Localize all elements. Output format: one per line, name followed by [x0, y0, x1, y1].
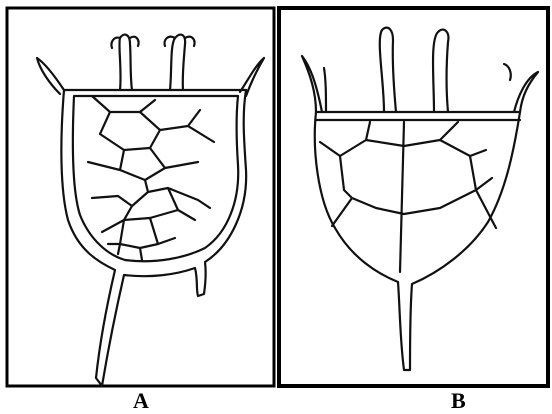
panel-b-frame [279, 8, 548, 386]
panel-a-drawing [37, 35, 264, 386]
panel-a-plates [88, 96, 214, 260]
panel-b-horns [302, 28, 538, 120]
panel-a-frame [7, 8, 274, 386]
panel-a-outer-theca [61, 90, 246, 386]
panel-b-plates [320, 122, 496, 272]
panel-label-a: A [133, 389, 149, 413]
panel-b-drawing [302, 28, 538, 370]
panel-a-horns [37, 35, 264, 96]
panel-label-b: B [451, 389, 466, 413]
panel-b-outer-theca [315, 112, 520, 370]
